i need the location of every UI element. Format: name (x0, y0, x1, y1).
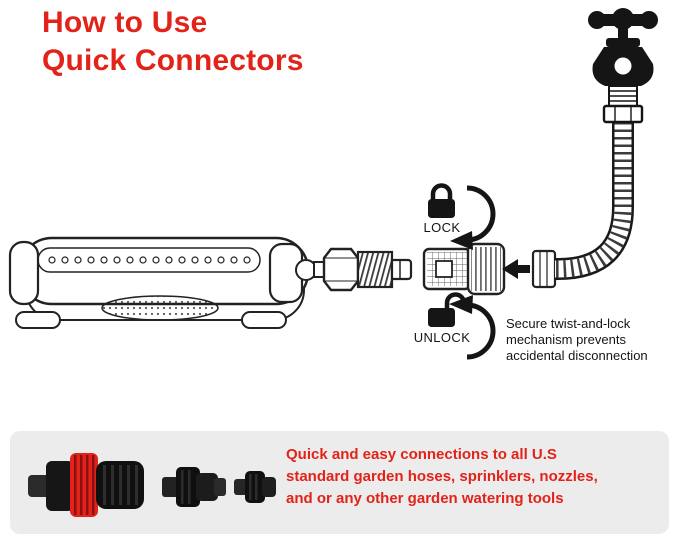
twist-lock-note: Secure twist-and-lock mechanism prevents… (506, 316, 648, 364)
unlock-label: UNLOCK (413, 330, 471, 345)
note-line-3: accidental disconnection (506, 348, 648, 363)
hose-coupling-illustration (531, 249, 557, 289)
product-thumbnails (28, 453, 276, 517)
banner-text: Quick and easy connections to all U.S st… (286, 444, 598, 510)
rotate-clockwise-icon (450, 185, 496, 250)
product-connector-1 (28, 453, 144, 517)
banner-line-2: standard garden hoses, sprinklers, nozzl… (286, 468, 598, 485)
sprinkler-illustration (8, 236, 317, 329)
quick-connector-illustration (422, 242, 506, 296)
bottom-banner: Quick and easy connections to all U.S st… (10, 431, 669, 534)
diagram-illustration (8, 8, 658, 360)
note-line-1: Secure twist-and-lock (506, 316, 631, 331)
faucet-illustration (588, 8, 658, 124)
banner-line-1: Quick and easy connections to all U.S (286, 446, 557, 463)
lock-label: LOCK (423, 220, 461, 235)
page-title: How to Use Quick Connectors (42, 4, 304, 80)
note-line-2: mechanism prevents (506, 332, 626, 347)
hose-illustration (555, 122, 634, 280)
rotate-counterclockwise-icon (449, 295, 496, 360)
product-connector-3 (234, 471, 276, 503)
title-line-2: Quick Connectors (42, 44, 304, 77)
banner-line-3: and or any other garden watering tools (286, 490, 564, 507)
sprinkler-nozzles (48, 256, 251, 264)
lock-icon (428, 183, 455, 218)
left-arrow-icon (502, 259, 530, 279)
product-connector-2 (162, 467, 226, 507)
unlock-icon (428, 292, 467, 327)
title-line-1: How to Use (42, 6, 208, 39)
male-adapter-illustration (313, 247, 413, 292)
